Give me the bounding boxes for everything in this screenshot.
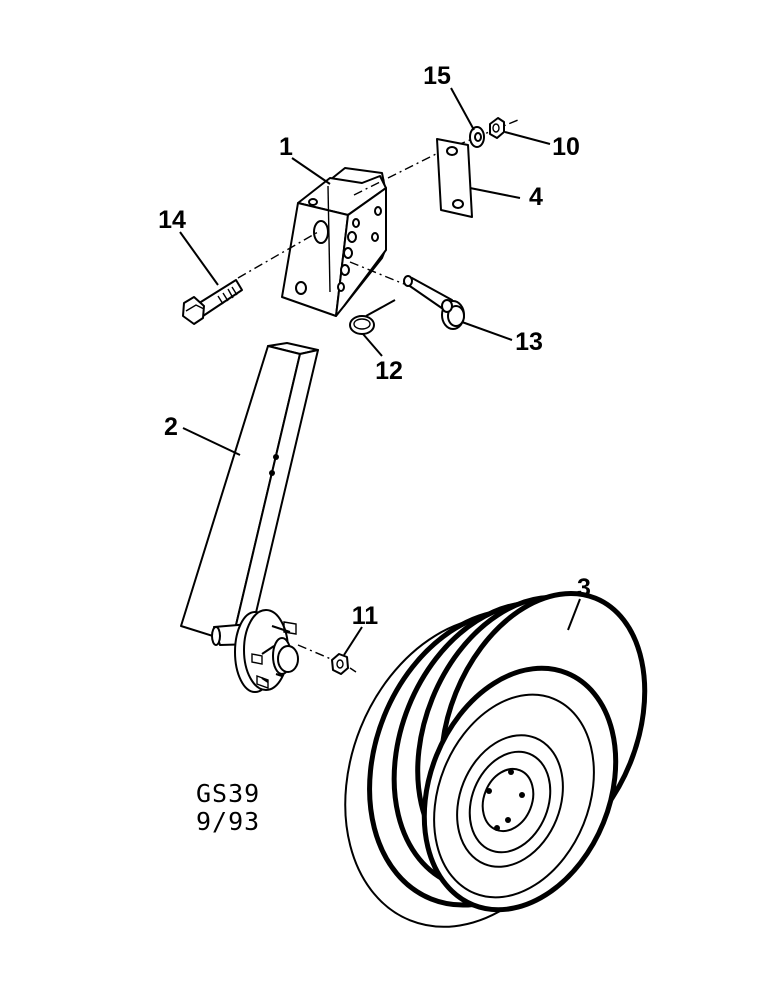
- callout-3: 3: [577, 574, 591, 602]
- callout-14: 14: [158, 206, 186, 234]
- callout-2: 2: [164, 413, 178, 441]
- drawing-date: 9/93: [196, 807, 260, 836]
- callout-13: 13: [515, 328, 543, 356]
- callout-11: 11: [352, 602, 379, 630]
- arm-part: [180, 342, 319, 646]
- ring-clip-part: [349, 299, 396, 335]
- bracket-part: [281, 167, 387, 317]
- pin-part: [403, 275, 465, 330]
- callout-15: 15: [423, 62, 451, 90]
- bolt-centerline: [237, 231, 319, 279]
- hub-nut-part: [331, 653, 349, 675]
- callout-4: 4: [529, 183, 543, 211]
- nut-part: [489, 117, 505, 139]
- drawing-code: GS39: [196, 779, 260, 808]
- bolt-part: [182, 279, 243, 325]
- callout-10: 10: [552, 133, 580, 161]
- plate-part: [436, 138, 473, 218]
- hub-part: [234, 609, 299, 693]
- hub-centerline: [297, 644, 357, 673]
- callout-12: 12: [375, 357, 403, 385]
- callout-1: 1: [279, 133, 293, 161]
- washer-part: [469, 126, 485, 148]
- leader-lines: [179, 87, 581, 656]
- wheel-part: [344, 591, 648, 928]
